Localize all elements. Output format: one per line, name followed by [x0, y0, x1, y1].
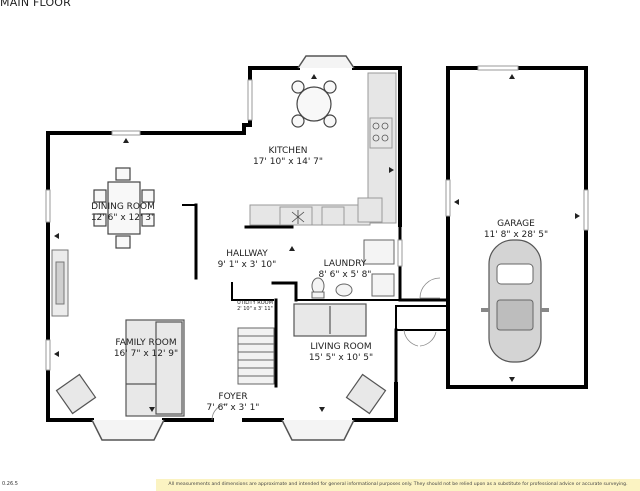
walls	[46, 66, 588, 422]
room-name: KITCHEN	[268, 146, 308, 156]
room-dims: 7' 6" x 3' 1"	[206, 403, 260, 413]
family-sofa	[125, 319, 185, 417]
direction-arrows	[54, 74, 580, 412]
living-armchair	[345, 373, 387, 415]
family-armchair	[55, 373, 97, 415]
room-label-family: FAMILY ROOM 16' 7" x 12' 9"	[104, 338, 188, 360]
room-dims: 15' 5" x 10' 5"	[308, 353, 374, 363]
room-name: FAMILY ROOM	[115, 338, 177, 348]
windows	[45, 65, 589, 371]
room-label-garage: GARAGE 11' 8" x 28' 5"	[476, 219, 556, 241]
room-name: DINING ROOM	[91, 202, 155, 212]
disclaimer-banner: All measurements and dimensions are appr…	[156, 479, 640, 491]
stove-burners	[372, 122, 389, 142]
kitchen-fan-icon	[291, 210, 305, 224]
dining-table	[93, 167, 155, 249]
room-dims: 12' 6" x 12' 3"	[90, 213, 156, 223]
room-name: FOYER	[218, 392, 248, 402]
room-name: UTILITY ROOM	[237, 300, 273, 306]
fireplace	[51, 249, 69, 317]
kitchen-counters	[249, 72, 397, 226]
room-dims: 9' 1" x 3' 10"	[217, 260, 277, 270]
room-dims: 8' 6" x 5' 8"	[318, 270, 372, 280]
door-swings	[211, 277, 441, 421]
room-dims: 16' 7" x 12' 9"	[113, 349, 179, 359]
room-label-laundry: LAUNDRY 8' 6" x 5' 8"	[310, 259, 380, 281]
room-name: LAUNDRY	[323, 259, 367, 269]
kitchen-table	[291, 80, 337, 128]
car-icon	[481, 239, 549, 363]
scale-label: 0.26.5	[2, 481, 18, 487]
bay-windows	[91, 55, 355, 441]
room-name: HALLWAY	[226, 249, 268, 259]
room-label-hallway: HALLWAY 9' 1" x 3' 10"	[210, 249, 284, 271]
room-dims: 11' 8" x 28' 5"	[483, 230, 549, 240]
room-label-kitchen: KITCHEN 17' 10" x 14' 7"	[246, 146, 330, 168]
room-label-foyer: FOYER 7' 6" x 3' 1"	[200, 392, 266, 414]
room-name: GARAGE	[497, 219, 535, 229]
room-label-living: LIVING ROOM 15' 5" x 10' 5"	[298, 342, 384, 364]
room-dims: 2' 10" x 3' 11"	[237, 306, 273, 312]
room-dims: 17' 10" x 14' 7"	[252, 157, 324, 167]
room-label-utility: UTILITY ROOM 2' 10" x 3' 11"	[232, 300, 278, 312]
laundry-fixtures	[311, 239, 395, 299]
stairs	[237, 327, 275, 385]
living-sofa	[293, 303, 367, 337]
floor-plan	[45, 55, 589, 441]
floor-title: MAIN FLOOR	[0, 0, 72, 9]
room-label-dining: DINING ROOM 12' 6" x 12' 3"	[82, 202, 164, 224]
room-name: LIVING ROOM	[310, 342, 372, 352]
